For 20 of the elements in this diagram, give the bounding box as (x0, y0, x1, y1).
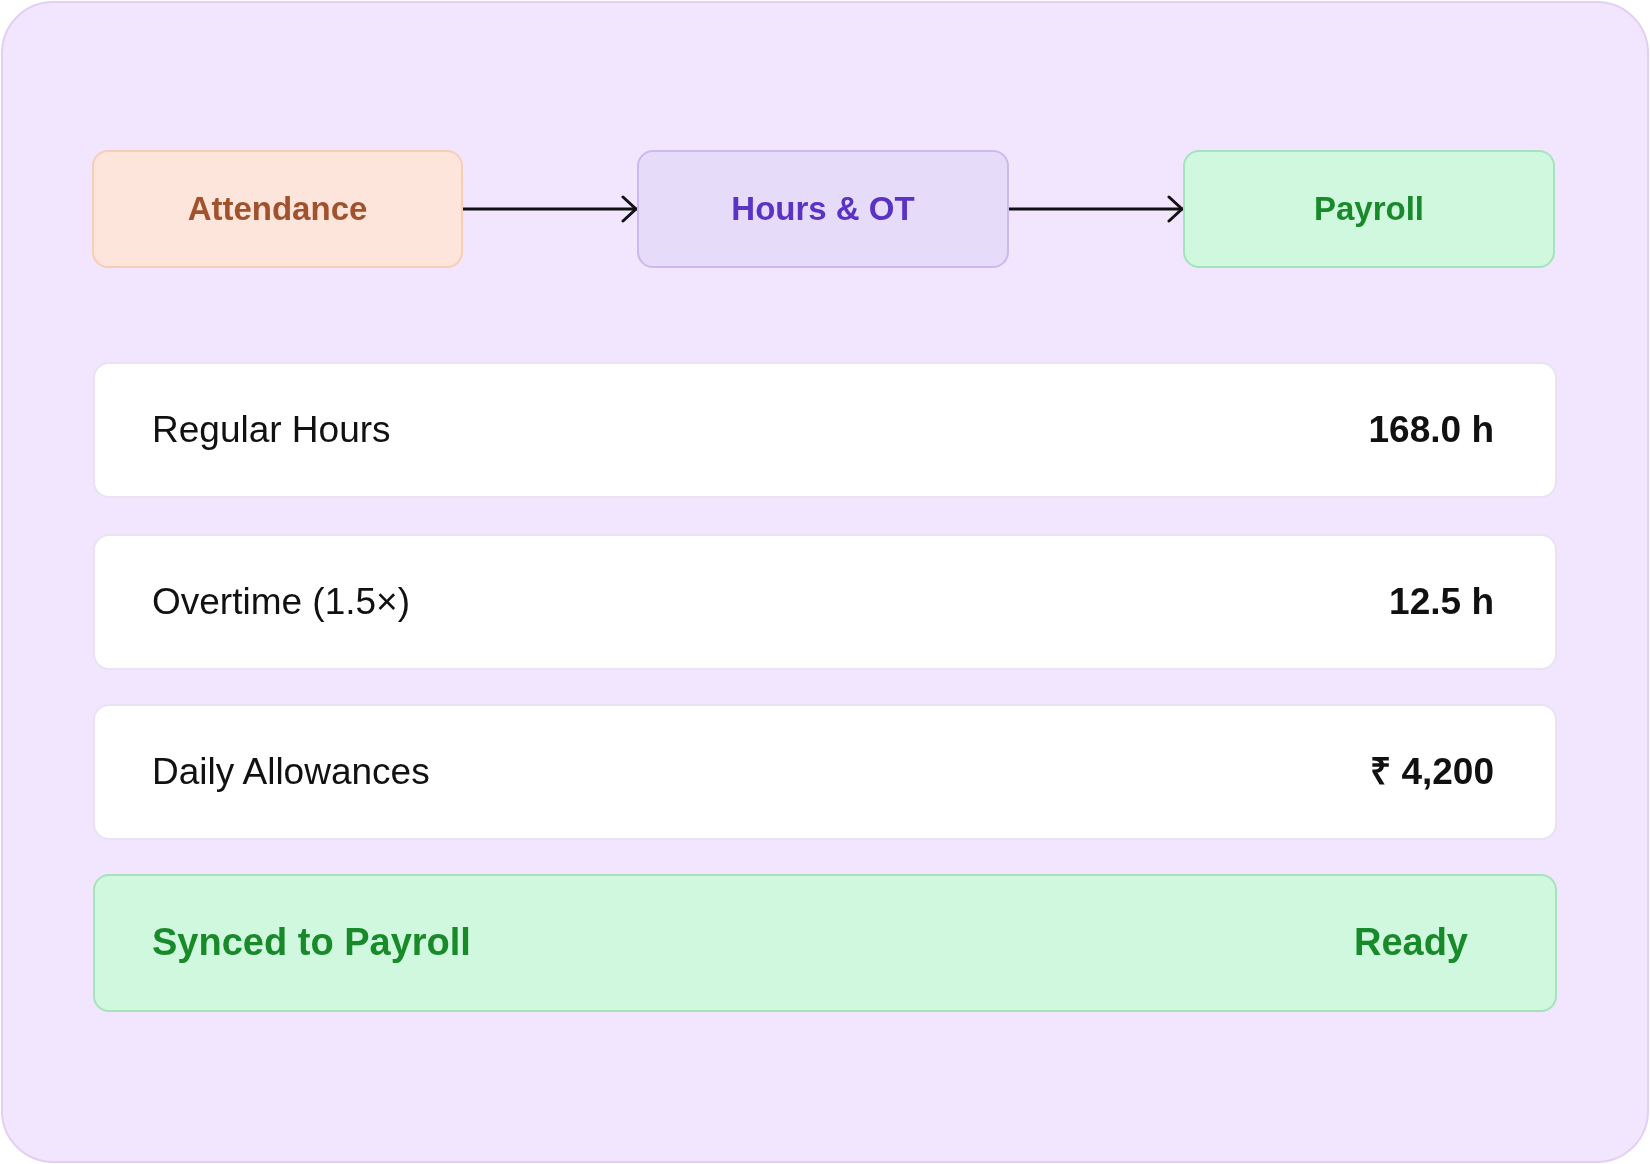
row-value: ₹ 4,200 (1370, 750, 1494, 794)
step-box (637, 150, 1009, 268)
row-label: Regular Hours (152, 408, 391, 452)
row-value: 168.0 h (1368, 408, 1494, 452)
step-box (1183, 150, 1555, 268)
arrow (1007, 195, 1185, 223)
step-box (92, 150, 463, 268)
step-label: Hours & OT (731, 190, 915, 228)
status-value: Ready (1353, 921, 1468, 965)
row-label: Daily Allowances (152, 750, 430, 794)
summary-row (93, 534, 1557, 670)
arrow (461, 195, 639, 223)
summary-row (93, 362, 1557, 498)
row-value: 12.5 h (1389, 580, 1494, 624)
row-label: Overtime (1.5×) (152, 580, 411, 624)
summary-row (93, 704, 1557, 840)
step-label: Payroll (1313, 190, 1425, 228)
status-row (93, 874, 1557, 1012)
step-label: Attendance (187, 190, 368, 228)
status-label: Synced to Payroll (152, 921, 471, 965)
